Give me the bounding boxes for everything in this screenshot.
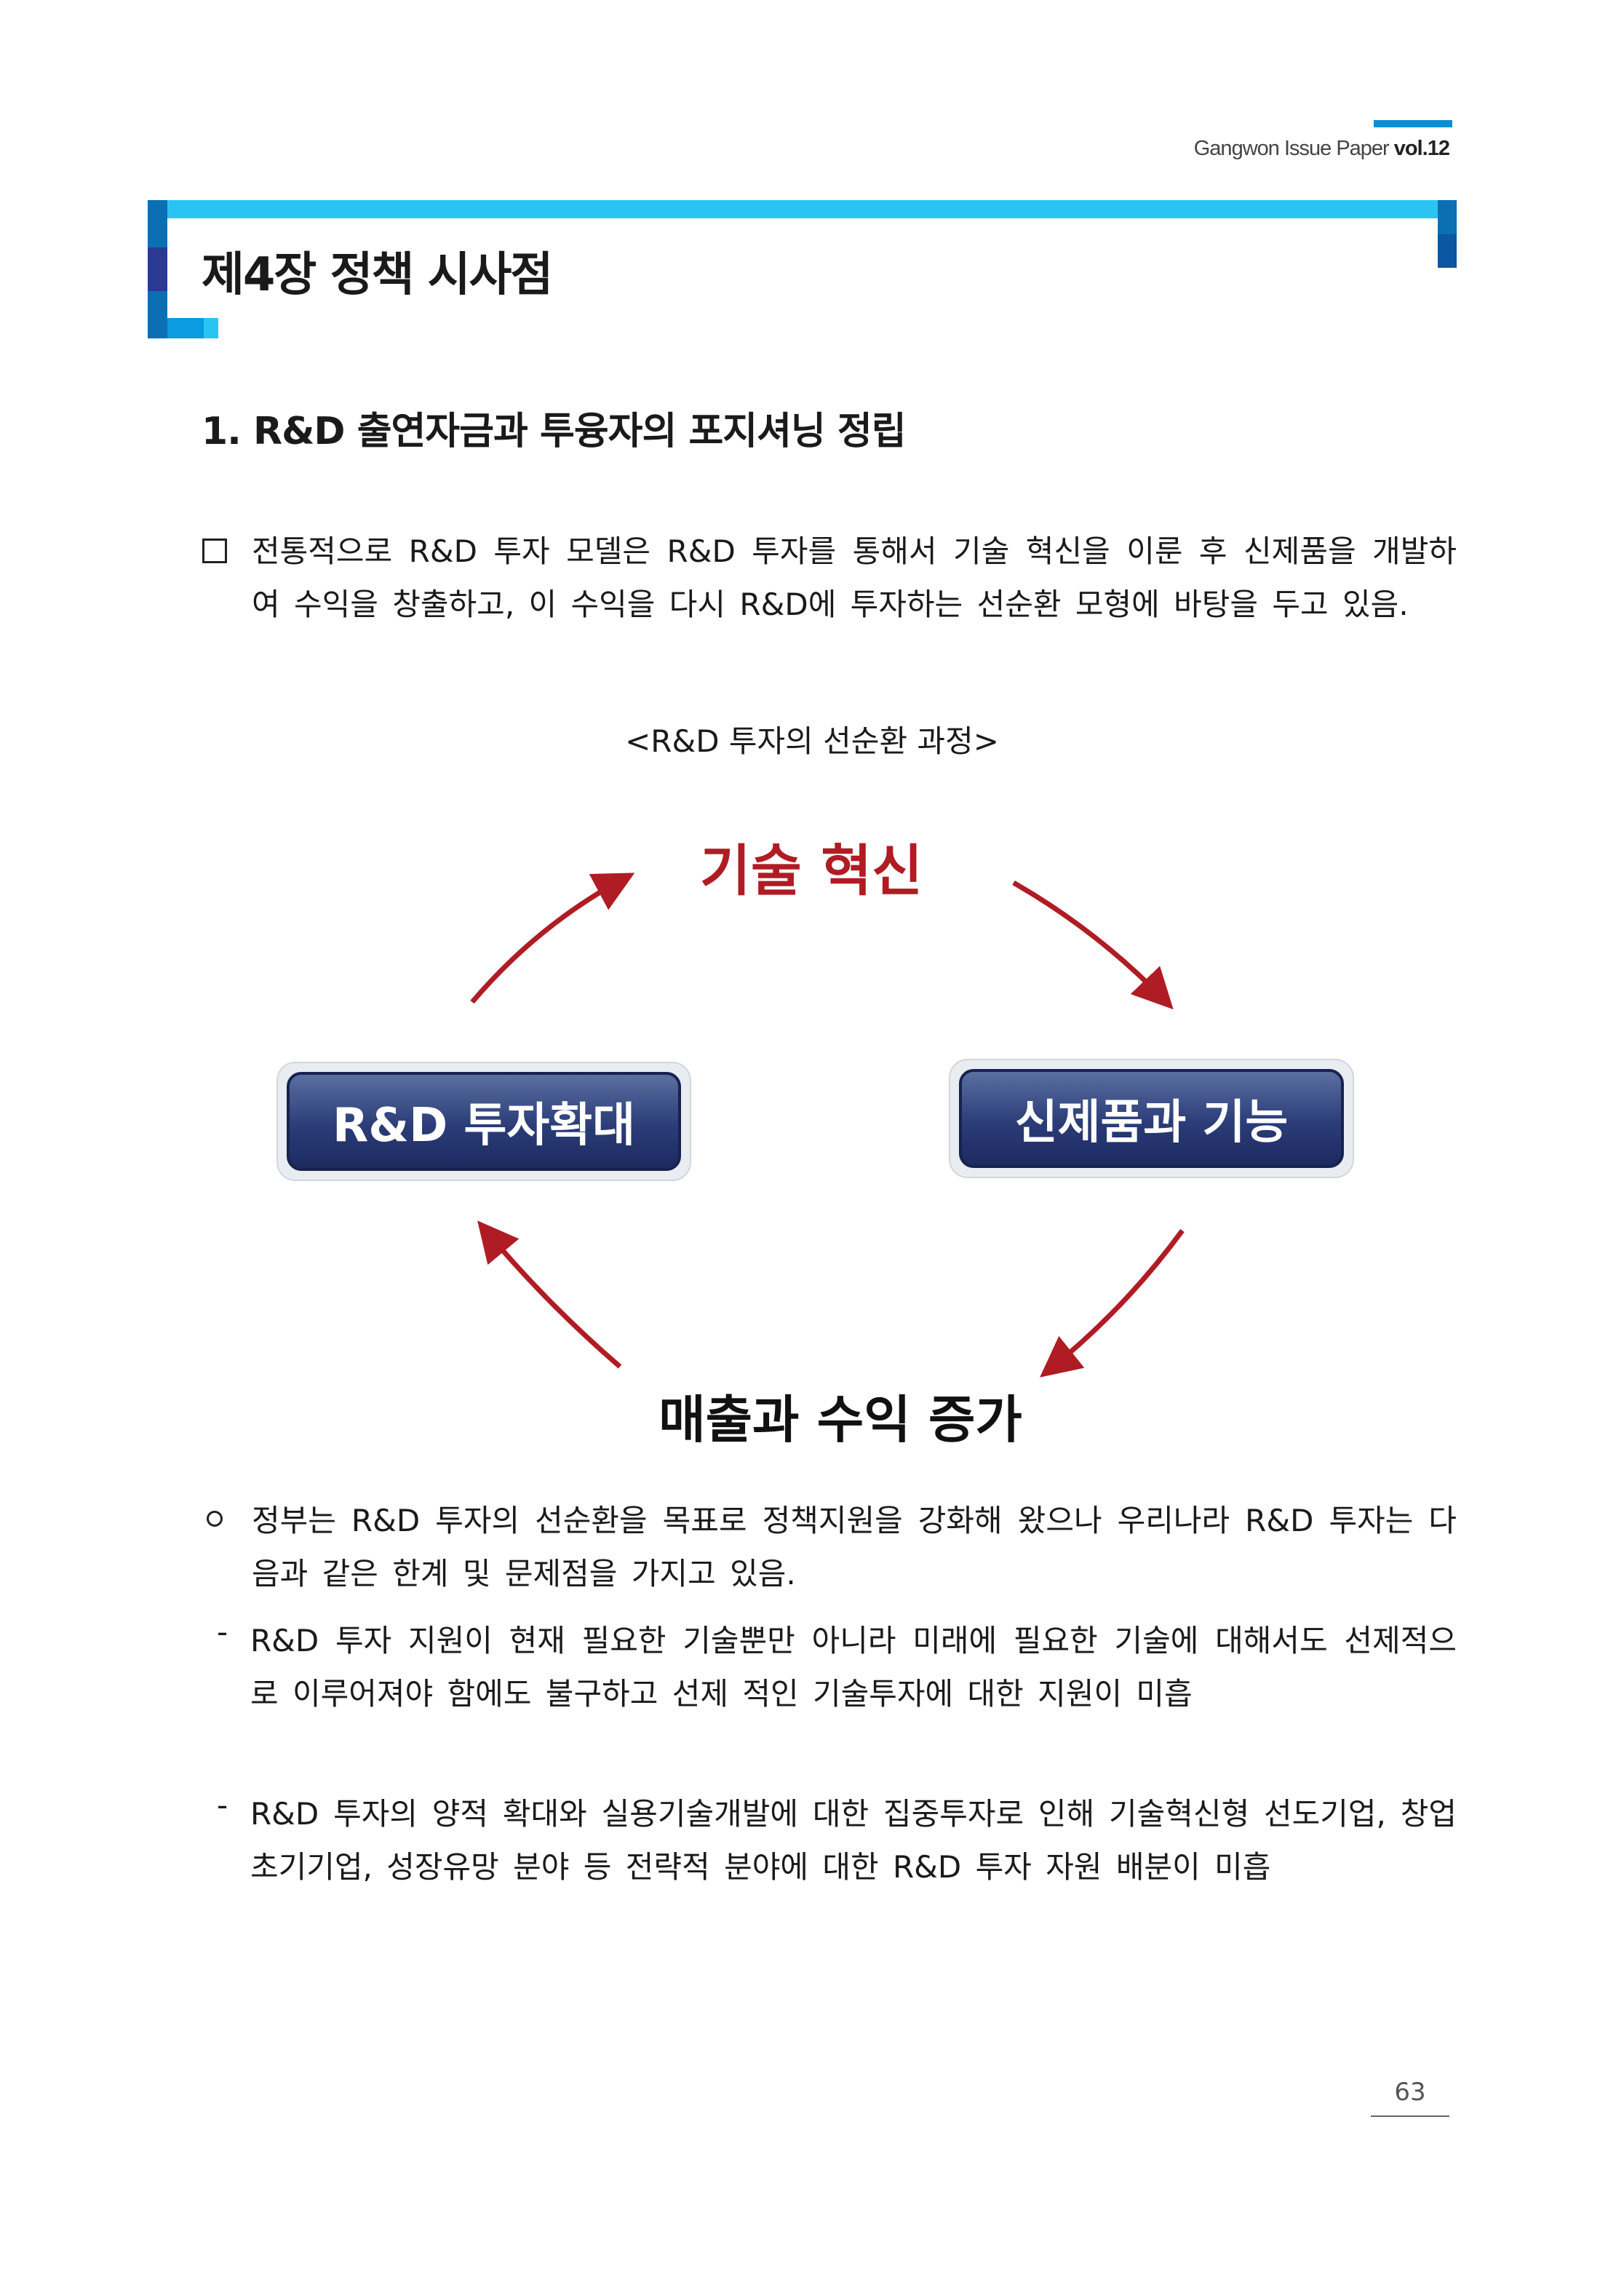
- page-number: 63: [1394, 2078, 1426, 2107]
- node-tech-innovation: 기술 혁신: [699, 838, 923, 903]
- running-header: Gangwon Issue Paper vol.12: [1193, 137, 1450, 161]
- circle-bullet-icon: [207, 1511, 223, 1527]
- section-title: 1. R&D 출연자금과 투융자의 포지셔닝 정립: [202, 410, 907, 453]
- arrow-to-innovation: [470, 873, 635, 1004]
- node-rnd-expansion: R&D 투자확대: [276, 1062, 691, 1181]
- chapter-frame-left-accent: [148, 247, 167, 291]
- figure-caption: <R&D 투자의 선순환 과정>: [625, 723, 999, 759]
- dash-bullet-icon: -: [217, 1787, 228, 1823]
- dash-item: R&D 투자의 양적 확대와 실용기술개발에 대한 집중투자로 인해 기술혁신형…: [250, 1796, 1457, 1885]
- volume-label: vol.12: [1393, 137, 1450, 160]
- node-sales-growth: 매출과 수익 증가: [658, 1390, 1022, 1450]
- chapter-frame-top: [167, 200, 1438, 218]
- running-title: Gangwon Issue Paper: [1193, 137, 1390, 160]
- chapter-frame-bottom: [167, 318, 204, 338]
- header-accent-bar: [1374, 120, 1452, 127]
- node-new-product: 신제품과 기능: [949, 1059, 1354, 1178]
- chapter-title: 제4장 정책 시사점: [202, 248, 553, 302]
- intro-paragraph: 전통적으로 R&D 투자 모델은 R&D 투자를 통해서 기술 혁신을 이룬 후…: [252, 533, 1457, 622]
- node-new-product-label: 신제품과 기능: [959, 1069, 1344, 1168]
- arrow-to-sales: [1040, 1228, 1185, 1378]
- page-number-rule: [1371, 2115, 1449, 2117]
- chapter-frame-right-accent: [1438, 234, 1457, 268]
- dash-item: R&D 투자 지원이 현재 필요한 기술뿐만 아니라 미래에 필요한 기술에 대…: [250, 1623, 1457, 1712]
- checkbox-bullet-icon: [202, 539, 227, 563]
- arrow-to-rnd: [477, 1220, 622, 1369]
- bullet-paragraph: 정부는 R&D 투자의 선순환을 목표로 정책지원을 강화해 왔으나 우리나라 …: [252, 1503, 1457, 1592]
- chapter-frame-bottom-accent: [204, 318, 218, 338]
- node-rnd-expansion-label: R&D 투자확대: [287, 1072, 681, 1171]
- dash-bullet-icon: -: [217, 1614, 228, 1650]
- arrow-to-new-product: [1012, 880, 1174, 1010]
